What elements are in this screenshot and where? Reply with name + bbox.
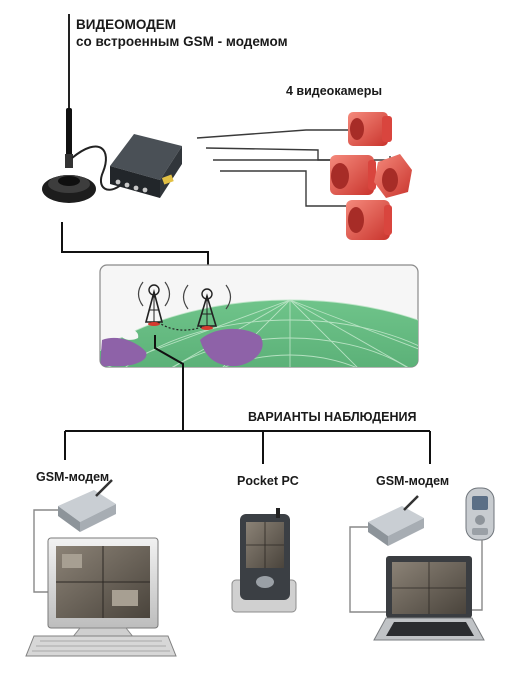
- radio-tower-icon-1: [137, 281, 171, 326]
- camera-icon-2: [330, 155, 376, 195]
- keyboard-icon: [25, 635, 177, 657]
- camera-icon-4: [346, 200, 392, 240]
- pocket-pc-icon: [231, 508, 297, 613]
- cable-right-modem: [349, 526, 386, 613]
- radio-tower-icon-2: [182, 284, 232, 330]
- desktop-monitor-icon: [47, 537, 159, 639]
- option-label-pc: GSM-модем: [36, 470, 110, 484]
- video-modem-icon: [110, 134, 182, 198]
- options-tree-lines: [64, 335, 431, 464]
- cable-left: [33, 509, 58, 593]
- observation-label: ВАРИАНТЫ НАБЛЮДЕНИЯ: [248, 410, 417, 424]
- laptop-icon: [373, 556, 485, 641]
- gsm-modem-icon-left: [58, 479, 116, 532]
- mobile-phone-icon: [465, 487, 495, 541]
- title-block: ВИДЕОМОДЕМ со встроенным GSM - модемом: [76, 16, 288, 50]
- globe-panel: [99, 264, 419, 368]
- option-label-laptop: GSM-модем: [376, 474, 450, 488]
- option-label-pocket-pc: Pocket PC: [237, 474, 299, 488]
- camera-icon-1: [348, 112, 392, 146]
- cameras-label: 4 видеокамеры: [286, 84, 383, 98]
- radio-link: [157, 321, 205, 331]
- title-line-2: со встроенным GSM - модемом: [76, 34, 288, 49]
- gsm-modem-icon-right: [368, 495, 424, 546]
- title-line-1: ВИДЕОМОДЕМ: [76, 17, 177, 32]
- camera-icon-3: [374, 154, 412, 198]
- antenna-icon: [42, 14, 123, 203]
